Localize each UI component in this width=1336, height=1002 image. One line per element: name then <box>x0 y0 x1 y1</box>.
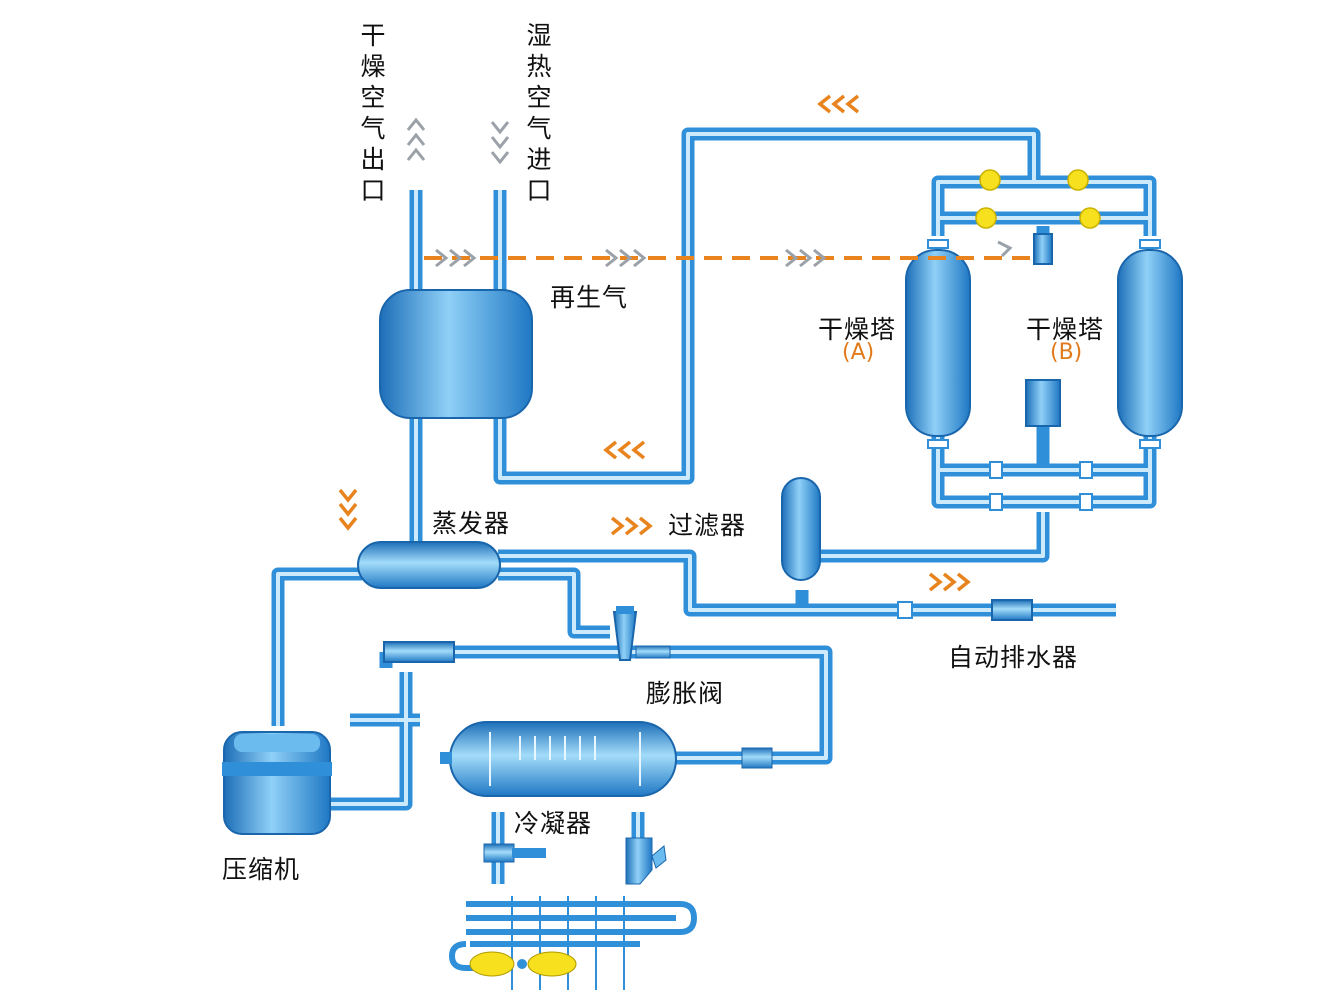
gray-arrows-up <box>406 117 426 161</box>
orange-arrows-left-mid <box>603 440 646 460</box>
switch-valve-body <box>1025 379 1061 427</box>
expansion-valve-label: 膨胀阀 <box>646 679 725 708</box>
filter-label: 过滤器 <box>668 511 747 540</box>
auto-drain-body <box>991 599 1033 621</box>
tower-b-label: 干燥塔 <box>1026 315 1105 344</box>
fan-icon <box>469 951 577 977</box>
filter-vessel <box>781 477 821 581</box>
gray-arrows-right <box>435 240 1013 268</box>
orange-arrows-down <box>338 488 358 531</box>
switching-valves <box>975 169 1101 229</box>
orange-arrows-right-drain <box>928 572 971 592</box>
humid-air-inlet-label: 湿热空气进口 <box>526 21 552 205</box>
pipe-couplings <box>897 239 1161 619</box>
heat-exchanger-vessel <box>379 289 533 419</box>
drying-tower-b <box>1117 249 1183 437</box>
compressor-body <box>222 731 332 835</box>
gray-arrows-down <box>490 121 510 165</box>
compressor-label: 压缩机 <box>222 855 301 884</box>
regen-gas-label: 再生气 <box>550 283 629 312</box>
pipes <box>271 127 1157 884</box>
cooling-coil <box>448 896 698 990</box>
evaporator-label: 蒸发器 <box>432 509 511 538</box>
condenser-label: 冷凝器 <box>514 809 593 838</box>
expansion-valve-body <box>612 606 671 661</box>
tower-a-sub-label: (A) <box>842 340 875 365</box>
auto-drain-label: 自动排水器 <box>948 643 1079 672</box>
evaporator-vessel <box>357 541 501 589</box>
drying-tower-a <box>905 249 971 437</box>
orange-arrows-right-filter <box>610 516 653 536</box>
tower-b-sub-label: (B) <box>1050 340 1083 365</box>
orange-arrows-left-top <box>817 94 860 114</box>
dry-air-outlet-label: 干燥空气出口 <box>360 21 386 205</box>
condenser-body <box>440 721 773 797</box>
tower-a-label: 干燥塔 <box>818 315 897 344</box>
